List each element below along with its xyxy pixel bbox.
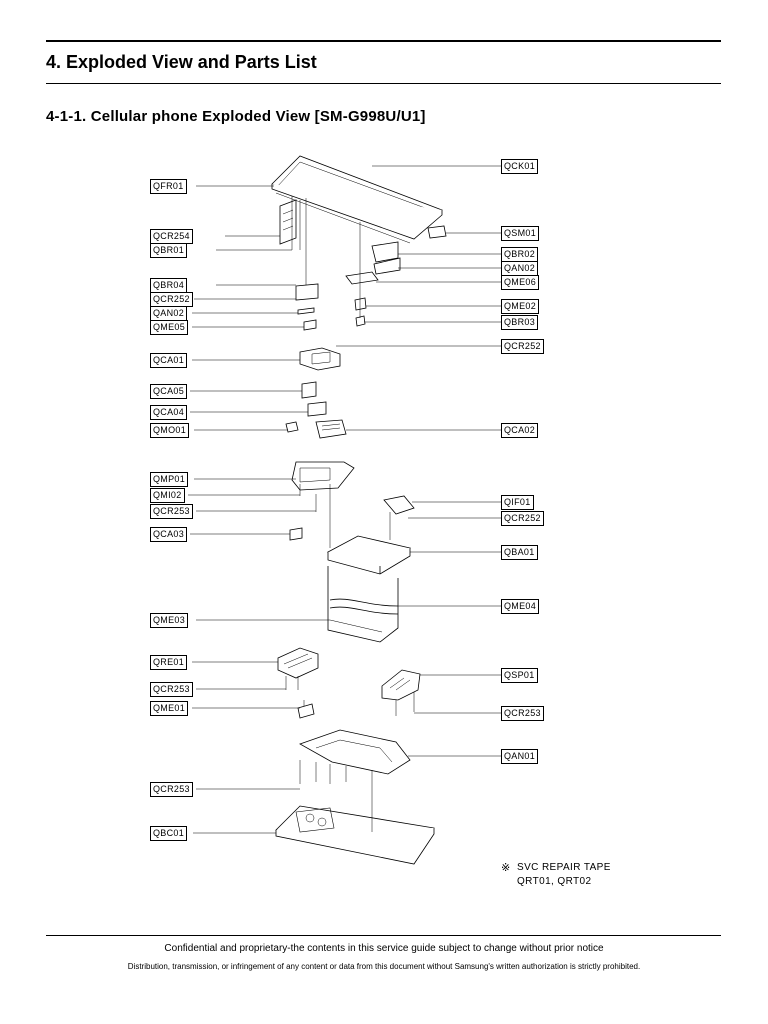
footer-distribution: Distribution, transmission, or infringem…: [127, 962, 641, 971]
callout-qcr253-a: QCR253: [150, 504, 193, 519]
callout-qme03: QME03: [150, 613, 189, 628]
callout-qcr252-right-a: QCR252: [501, 339, 544, 354]
callout-qcr253-b: QCR253: [150, 682, 193, 697]
callout-qbc01: QBC01: [150, 826, 188, 841]
callout-qca04: QCA04: [150, 405, 188, 420]
callout-qmi02: QMI02: [150, 488, 185, 503]
section-title: 4. Exploded View and Parts List: [46, 52, 317, 72]
svc-repair-tape-note: ※ SVC REPAIR TAPE QRT01, QRT02: [501, 861, 611, 889]
callout-qmo01: QMO01: [150, 423, 190, 438]
callout-qre01: QRE01: [150, 655, 188, 670]
callout-qcr254: QCR254: [150, 229, 193, 244]
callout-qme05: QME05: [150, 320, 189, 335]
callout-qba01: QBA01: [501, 545, 538, 560]
callout-qfr01: QFR01: [150, 179, 187, 194]
callout-qca01: QCA01: [150, 353, 188, 368]
callout-qme04: QME04: [501, 599, 540, 614]
callout-qan02-right: QAN02: [501, 261, 539, 276]
callout-qsm01: QSM01: [501, 226, 540, 241]
callout-qca05: QCA05: [150, 384, 188, 399]
reference-mark: ※: [501, 862, 511, 874]
callout-qbr03: QBR03: [501, 315, 539, 330]
callout-qcr252-left: QCR252: [150, 292, 193, 307]
callout-qif01: QIF01: [501, 495, 534, 510]
top-rule: [46, 40, 721, 42]
callout-qbr04: QBR04: [150, 278, 188, 293]
note-parts: QRT01, QRT02: [517, 876, 592, 887]
callout-qme06: QME06: [501, 275, 540, 290]
callout-qca03: QCA03: [150, 527, 188, 542]
callout-qck01: QCK01: [501, 159, 539, 174]
callout-qcr253-c: QCR253: [150, 782, 193, 797]
callout-qan02-left: QAN02: [150, 306, 188, 321]
footer-rule: [46, 935, 721, 936]
sub-title: 4-1-1. Cellular phone Exploded View [SM-…: [46, 108, 426, 125]
callout-qme01: QME01: [150, 701, 189, 716]
callout-qbr01: QBR01: [150, 243, 188, 258]
callout-qca02: QCA02: [501, 423, 539, 438]
title-rule: [46, 83, 721, 84]
note-title: SVC REPAIR TAPE: [517, 862, 611, 873]
callout-qan01: QAN01: [501, 749, 539, 764]
callout-qbr02: QBR02: [501, 247, 539, 262]
callout-qcr252-right-b: QCR252: [501, 511, 544, 526]
callout-qcr253-right: QCR253: [501, 706, 544, 721]
callout-qmp01: QMP01: [150, 472, 189, 487]
callout-qme02: QME02: [501, 299, 540, 314]
footer-confidential: Confidential and proprietary-the content…: [164, 943, 604, 954]
callout-qsp01: QSP01: [501, 668, 538, 683]
